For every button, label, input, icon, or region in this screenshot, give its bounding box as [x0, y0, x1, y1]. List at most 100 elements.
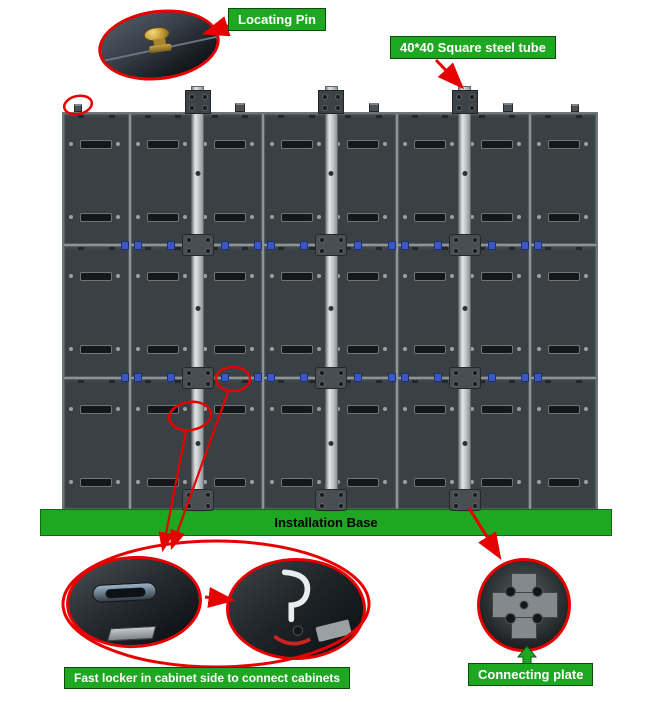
locker-slot-hole — [105, 587, 146, 599]
screw-dot — [583, 479, 588, 484]
cabinet-handle — [414, 213, 447, 223]
screw-dot — [69, 406, 74, 411]
bolt — [323, 95, 327, 99]
bolt — [189, 95, 194, 99]
screw-dot — [269, 479, 274, 484]
screw-dot — [183, 142, 188, 147]
screw-dot — [116, 215, 121, 220]
cabinet — [264, 378, 329, 509]
plate-bolt — [506, 587, 515, 596]
cabinet — [197, 114, 263, 245]
screw-dot — [249, 479, 254, 484]
cabinet — [464, 114, 530, 245]
pin-socket — [442, 115, 449, 118]
screw-dot — [69, 215, 74, 220]
screw-dot — [383, 347, 388, 352]
cabinet-handle — [347, 404, 380, 414]
pin-socket — [242, 247, 249, 251]
cabinet-handle — [213, 345, 246, 355]
screw-dot — [383, 274, 388, 279]
screw-dot — [336, 215, 341, 220]
locating-pin-tab — [369, 103, 379, 112]
cabinet — [64, 378, 129, 509]
screw-dot — [450, 274, 455, 279]
pin-socket — [345, 115, 352, 118]
screw-dot — [269, 142, 274, 147]
screw-dot — [269, 274, 274, 279]
cabinet-handle — [547, 272, 580, 282]
screw-dot — [183, 274, 188, 279]
bolt — [202, 95, 207, 99]
cabinet-handle — [547, 213, 580, 223]
screw-dot — [316, 215, 321, 220]
bolt — [469, 106, 474, 110]
tube-top-bracket — [318, 90, 344, 114]
cabinet — [397, 246, 463, 377]
screw-dot — [450, 215, 455, 220]
cabinet-handle — [414, 272, 447, 282]
cabinet — [130, 378, 196, 509]
screw-dot — [403, 142, 408, 147]
cabinet-handle — [213, 213, 246, 223]
pin-socket — [478, 379, 485, 383]
pin-socket — [278, 379, 285, 383]
screw-dot — [450, 142, 455, 147]
tube-top-bracket — [184, 90, 211, 114]
cabinet-handle — [147, 345, 180, 355]
screw-dot — [202, 274, 207, 279]
fast-locker-label: Fast locker in cabinet side to connect c… — [64, 667, 351, 689]
cabinet — [397, 378, 463, 509]
screw-dot — [403, 274, 408, 279]
pin-socket — [478, 247, 485, 251]
screw-dot — [383, 215, 388, 220]
pin-socket — [78, 247, 85, 251]
cabinet-handle — [213, 477, 246, 487]
screw-dot — [136, 347, 141, 352]
cabinet-handle — [280, 272, 313, 282]
tube-top-bracket — [451, 90, 478, 114]
cabinet — [531, 114, 596, 245]
screw-dot — [583, 274, 588, 279]
screw-dot — [116, 479, 121, 484]
installation-base: Installation Base — [40, 509, 612, 536]
screw-dot — [69, 142, 74, 147]
screw-dot — [136, 274, 141, 279]
cabinet-handle — [347, 477, 380, 487]
cabinet-handle — [280, 404, 313, 414]
pin-socket — [242, 379, 249, 383]
cabinet-handle — [80, 140, 113, 150]
pin-socket — [375, 379, 382, 383]
screw-dot — [403, 406, 408, 411]
screw-dot — [202, 347, 207, 352]
bolt — [189, 106, 194, 110]
screw-dot — [316, 347, 321, 352]
screw-dot — [69, 274, 74, 279]
locating-pin-tab — [235, 103, 245, 112]
cabinet-handle — [480, 345, 513, 355]
cabinet — [464, 246, 530, 377]
cabinet-handle — [280, 213, 313, 223]
pin-socket — [478, 115, 485, 118]
pin-socket — [411, 115, 418, 118]
pin-socket — [78, 379, 85, 383]
locating-pin-tab — [571, 104, 579, 112]
cabinet-handle — [480, 477, 513, 487]
screw-dot — [403, 215, 408, 220]
pin-socket — [442, 379, 449, 383]
cabinet — [331, 246, 396, 377]
pin-socket — [308, 115, 315, 118]
screw-dot — [316, 274, 321, 279]
plate-bolt — [506, 614, 515, 623]
screw-dot — [536, 479, 541, 484]
pin-socket — [78, 115, 85, 118]
pin-socket — [509, 247, 516, 251]
screw-dot — [336, 142, 341, 147]
screw-dot — [202, 479, 207, 484]
cabinet — [397, 114, 463, 245]
cabinet-handle — [80, 345, 113, 355]
plate-horizontal-arm — [492, 592, 558, 618]
cabinet — [331, 378, 396, 509]
locating-pin-tab — [503, 103, 513, 112]
cabinet — [197, 378, 263, 509]
screw-dot — [316, 406, 321, 411]
